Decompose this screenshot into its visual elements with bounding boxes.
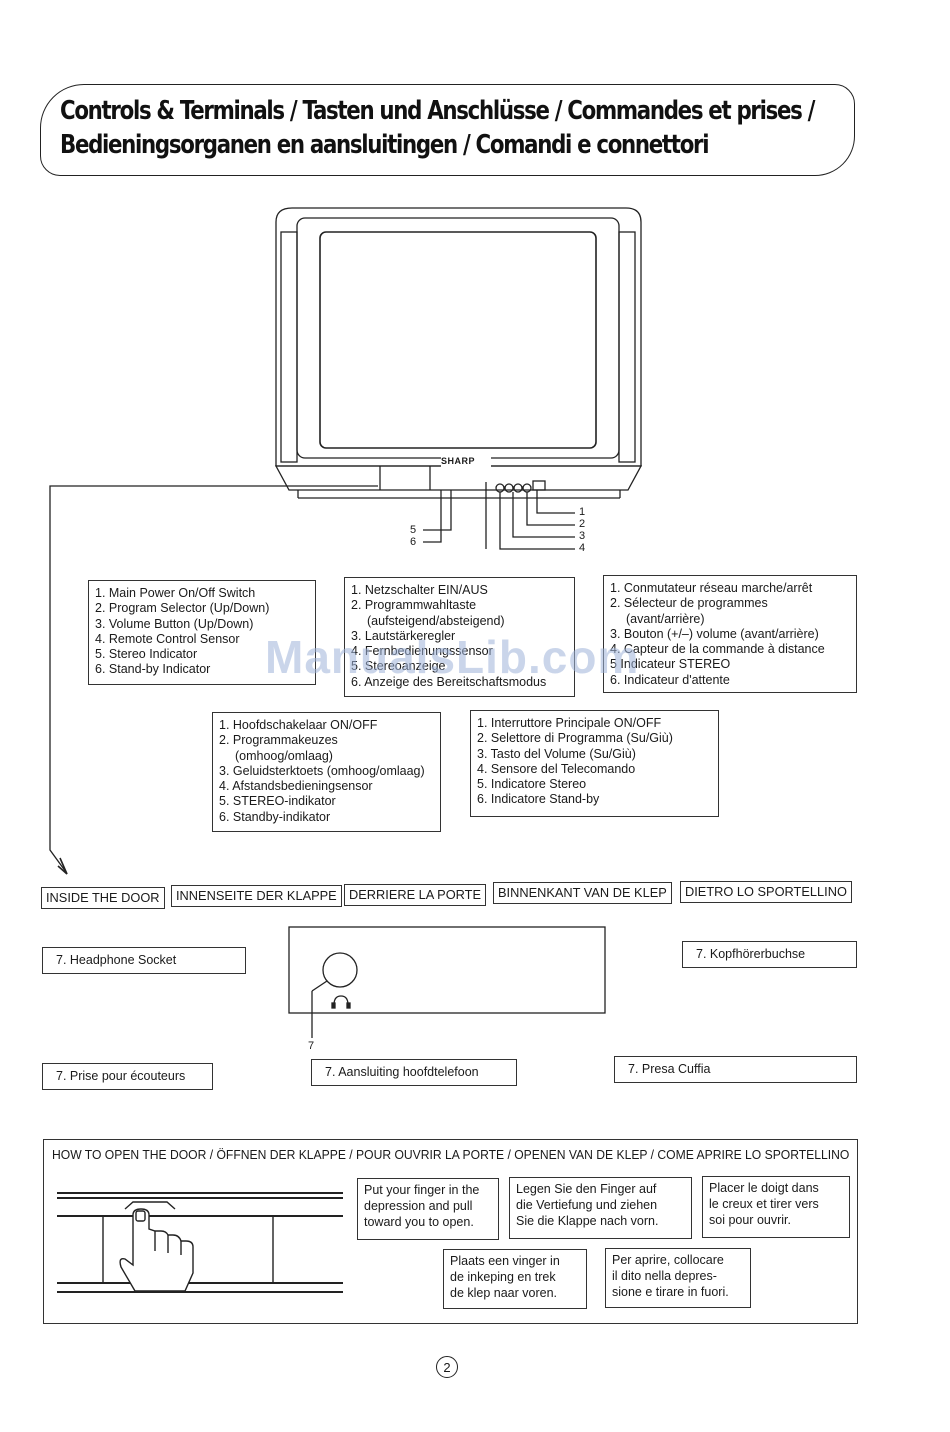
list-item: 3. Geluidsterktoets (omhoog/omlaag) (219, 763, 425, 778)
list-item: 5. Stereoanzeige (351, 659, 446, 674)
callout-1: 1 (579, 506, 586, 518)
page-title-line-2: Bedieningsorganen en aansluitingen / Com… (60, 130, 710, 160)
headphone-panel-diagram (288, 926, 606, 1038)
list-item: 5. Stereo Indicator (95, 647, 198, 662)
instruction-fr: Placer le doigt dans le creux et tirer v… (702, 1176, 850, 1238)
instruction-line: de klep naar voren. (450, 1286, 558, 1300)
instruction-line: de inkeping en trek (450, 1270, 556, 1284)
list-item: 2. Programmakeuzes (219, 733, 338, 748)
label-headphone-fr: 7. Prise pour écouteurs (42, 1063, 213, 1090)
list-item: 1. Netzschalter EIN/AUS (351, 583, 488, 597)
list-item: 2. Program Selector (Up/Down) (95, 601, 270, 616)
tab-innenseite-der-klappe: INNENSEITE DER KLAPPE (171, 885, 342, 907)
list-item: (avant/arrière) (626, 611, 705, 626)
callout-2: 2 (579, 518, 586, 530)
instruction-line: il dito nella depres- (612, 1269, 717, 1283)
instruction-line: le creux et tirer vers (709, 1197, 819, 1211)
instruction-de: Legen Sie den Finger auf die Vertiefung … (509, 1177, 692, 1239)
list-english: 1. Main Power On/Off Switch 2. Program S… (88, 580, 316, 685)
label-headphone-it: 7. Presa Cuffia (614, 1056, 857, 1083)
list-item: 3. Tasto del Volume (Su/Giù) (477, 746, 636, 761)
list-item: 4. Afstandsbedieningsensor (219, 779, 373, 794)
instruction-line: die Vertiefung und ziehen (516, 1198, 658, 1212)
list-item: 1. Conmutateur réseau marche/arrêt (610, 581, 813, 595)
instruction-line: sione e tirare in fuori. (612, 1285, 729, 1299)
list-item: 6. Stand-by Indicator (95, 662, 211, 677)
list-item: 5. STEREO-indikator (219, 794, 336, 809)
instruction-en: Put your finger in the depression and pu… (357, 1178, 499, 1240)
title-frame (40, 84, 855, 176)
list-item: 1. Hoofdschakelaar ON/OFF (219, 718, 378, 732)
list-item: 5 Indicateur STEREO (610, 657, 731, 672)
list-french: 1. Conmutateur réseau marche/arrêt 2. Sé… (603, 575, 857, 693)
label-headphone-nl: 7. Aansluiting hoofdtelefoon (311, 1059, 517, 1086)
hand-icon (119, 1208, 194, 1292)
watermark: ManualsLib.com (265, 631, 640, 683)
tab-binnenkant-van-de-klep: BINNENKANT VAN DE KLEP (493, 882, 672, 904)
list-item: 2. Selettore di Programma (Su/Giù) (477, 731, 673, 746)
headphone-callout: 7 (308, 1040, 315, 1052)
list-item: 4. Capteur de la commande à distance (610, 642, 825, 657)
instruction-line: Per aprire, collocare (612, 1253, 724, 1267)
list-dutch: 1. Hoofdschakelaar ON/OFF 2. Programmake… (212, 712, 441, 832)
list-item: 4. Fernbedienungssensor (351, 644, 493, 659)
instruction-line: Sie die Klappe nach vorn. (516, 1214, 659, 1228)
list-item: 4. Sensore del Telecomando (477, 761, 636, 776)
instruction-line: toward you to open. (364, 1215, 474, 1229)
list-item: 6. Indicatore Stand-by (477, 792, 600, 807)
list-item: 3. Lautstärkeregler (351, 628, 456, 643)
label-headphone-de: 7. Kopfhörerbuchse (682, 941, 857, 968)
tab-inside-the-door: INSIDE THE DOOR (41, 887, 165, 909)
list-item: 3. Bouton (+/–) volume (avant/arrière) (610, 626, 819, 641)
headphone-icon (331, 995, 351, 1009)
list-item: 5. Indicatore Stereo (477, 777, 587, 792)
tab-dietro-lo-sportellino: DIETRO LO SPORTELLINO (680, 881, 852, 903)
page-title-line-1: Controls & Terminals / Tasten und Anschl… (60, 96, 815, 126)
instruction-nl: Plaats een vinger in de inkeping en trek… (443, 1249, 587, 1309)
list-german: 1. Netzschalter EIN/AUS 2. Programmwahlt… (344, 577, 575, 697)
label-headphone-en: 7. Headphone Socket (42, 947, 246, 974)
tab-derriere-la-porte: DERRIERE LA PORTE (344, 884, 487, 906)
instruction-it: Per aprire, collocare il dito nella depr… (605, 1248, 751, 1308)
callout-4: 4 (579, 542, 586, 554)
list-item: 4. Remote Control Sensor (95, 631, 240, 646)
instruction-line: Placer le doigt dans (709, 1181, 819, 1195)
callout-5: 5 (410, 524, 417, 536)
list-item: 1. Interruttore Principale ON/OFF (477, 716, 662, 730)
list-item: 1. Main Power On/Off Switch (95, 586, 256, 600)
list-item: 3. Volume Button (Up/Down) (95, 616, 254, 631)
list-item: (omhoog/omlaag) (235, 748, 333, 763)
instruction-line: depression and pull (364, 1199, 473, 1213)
list-item: 2. Programmwahltaste (351, 598, 477, 613)
instruction-line: Put your finger in the (364, 1183, 480, 1197)
tv-brand-label: SHARP (441, 456, 491, 468)
list-item: 6. Standby-indikator (219, 809, 331, 824)
how-to-open-section (43, 1139, 858, 1324)
list-item: 6. Indicateur d'attente (610, 672, 730, 687)
list-item: 2. Sélecteur de programmes (610, 596, 768, 611)
instruction-line: Legen Sie den Finger auf (516, 1182, 657, 1196)
instruction-line: Plaats een vinger in (450, 1254, 560, 1268)
callout-3: 3 (579, 530, 586, 542)
callout-6: 6 (410, 536, 417, 548)
page-number: 2 (436, 1356, 458, 1378)
instruction-line: soi pour ouvrir. (709, 1213, 791, 1227)
list-italian: 1. Interruttore Principale ON/OFF 2. Sel… (470, 710, 719, 817)
list-item: 6. Anzeige des Bereitschaftsmodus (351, 674, 547, 689)
finger-door-illustration (57, 1192, 343, 1293)
list-item: (aufsteigend/absteigend) (367, 613, 505, 628)
how-to-open-title: HOW TO OPEN THE DOOR / ÖFFNEN DER KLAPPE… (52, 1147, 850, 1162)
